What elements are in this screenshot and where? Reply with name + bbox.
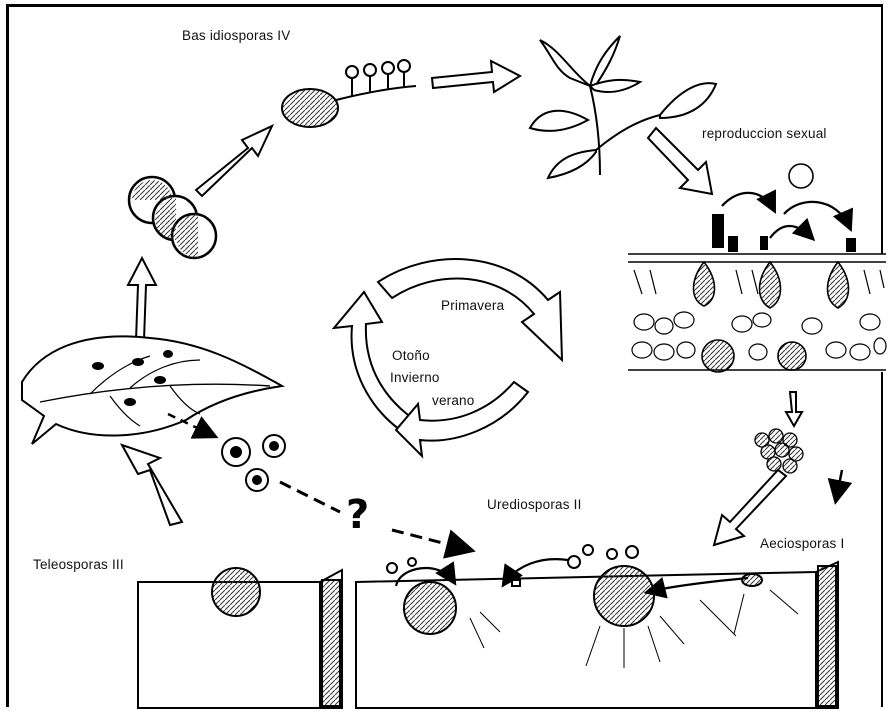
aeciospores-cluster xyxy=(755,429,803,473)
dashed-line-urediniospores xyxy=(280,482,340,512)
cycle-arrow-leaf-to-teliospores xyxy=(128,258,156,340)
leaf-cross-section xyxy=(628,164,886,372)
host-plant xyxy=(530,36,716,178)
label-verano: verano xyxy=(432,393,474,408)
basidium xyxy=(282,60,416,127)
label-otono: Otoño xyxy=(392,348,430,363)
stem-block-teliospore xyxy=(138,568,342,708)
cycle-arrow-aecia-to-aeciospores xyxy=(786,392,802,426)
cycle-arrow-basidiospores-to-host xyxy=(432,61,520,92)
label-teleosporas: Teleosporas III xyxy=(33,557,124,572)
cycle-arrow-teliospore-to-leaf xyxy=(122,445,182,525)
cycle-arrow-teliospores-to-basidium xyxy=(196,126,272,196)
label-basidiosporas: Bas idiosporas IV xyxy=(182,28,290,43)
label-urediosporas: Urediosporas II xyxy=(487,497,582,512)
question-mark: ? xyxy=(346,492,369,538)
small-arrow-down xyxy=(836,470,842,500)
stem-block-uredinia xyxy=(356,545,838,708)
dashed-arrow-to-stem xyxy=(392,530,470,550)
label-invierno: Invierno xyxy=(390,370,440,385)
cycle-arrow-aeciospores-to-uredinia xyxy=(714,470,786,545)
urediniospores-cluster xyxy=(222,435,285,491)
label-primavera: Primavera xyxy=(441,298,504,313)
label-aeciosporas: Aeciosporas I xyxy=(760,536,844,551)
label-reproduccion-sexual: reproduccion sexual xyxy=(702,126,827,141)
infected-leaf xyxy=(22,336,282,444)
